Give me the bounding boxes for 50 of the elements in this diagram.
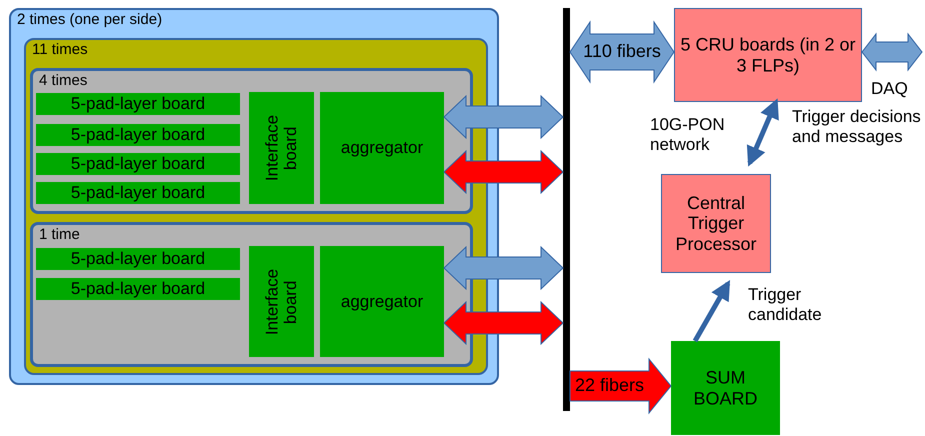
board-box	[249, 246, 314, 357]
group-heading: 2 times (one per side)	[17, 11, 162, 28]
board-box	[36, 93, 240, 115]
board-box	[249, 92, 314, 204]
process-box	[671, 341, 780, 435]
block-arrow	[570, 358, 672, 414]
annotation-text: Trigger decisions and messages	[792, 107, 922, 148]
board-box	[36, 153, 240, 175]
module-panel	[30, 222, 473, 367]
board-label: 5-pad-layer board	[70, 94, 206, 114]
region-panel	[9, 8, 499, 385]
board-box	[36, 248, 240, 270]
region-panel	[24, 38, 488, 375]
edge-label: 110 fibers	[583, 41, 661, 63]
arrow	[746, 98, 779, 167]
double-arrow	[443, 94, 564, 140]
board-label: 5-pad-layer board	[70, 183, 206, 203]
arrow	[692, 280, 730, 342]
group-heading: 4 times	[39, 72, 88, 90]
board-box	[36, 124, 240, 146]
board-label: aggregator	[340, 138, 424, 158]
aggregator-box	[320, 92, 444, 204]
board-box	[36, 278, 240, 300]
bus-bar	[563, 8, 570, 411]
annotation-text: DAQ	[871, 79, 909, 100]
aggregator-box	[320, 246, 444, 357]
board-label: 5-pad-layer board	[70, 279, 206, 299]
edge-label: 22 fibers	[574, 375, 644, 397]
group-heading: 11 times	[32, 41, 88, 58]
box-label: Central Trigger Processor	[674, 192, 758, 255]
board-label: Interface board	[262, 268, 300, 335]
double-arrow	[569, 20, 675, 84]
double-arrow	[443, 300, 564, 346]
module-panel	[30, 68, 473, 214]
board-label: 5-pad-layer board	[70, 125, 206, 145]
double-arrow	[443, 150, 564, 194]
board-box	[36, 182, 240, 204]
board-label: 5-pad-layer board	[70, 154, 206, 174]
annotation-text: Trigger candidate	[748, 285, 823, 326]
board-label: 5-pad-layer board	[70, 249, 206, 269]
double-arrow	[861, 32, 923, 72]
double-arrow	[443, 246, 564, 290]
group-heading: 1 time	[39, 226, 80, 244]
process-box	[674, 8, 862, 102]
box-label: SUM BOARD	[692, 367, 758, 409]
board-label: aggregator	[340, 292, 424, 312]
annotation-text: 10G-PON network	[650, 115, 726, 156]
process-box	[661, 174, 771, 273]
board-label: Interface board	[262, 114, 300, 182]
box-label: 5 CRU boards (in 2 or 3 FLPs)	[679, 34, 857, 76]
